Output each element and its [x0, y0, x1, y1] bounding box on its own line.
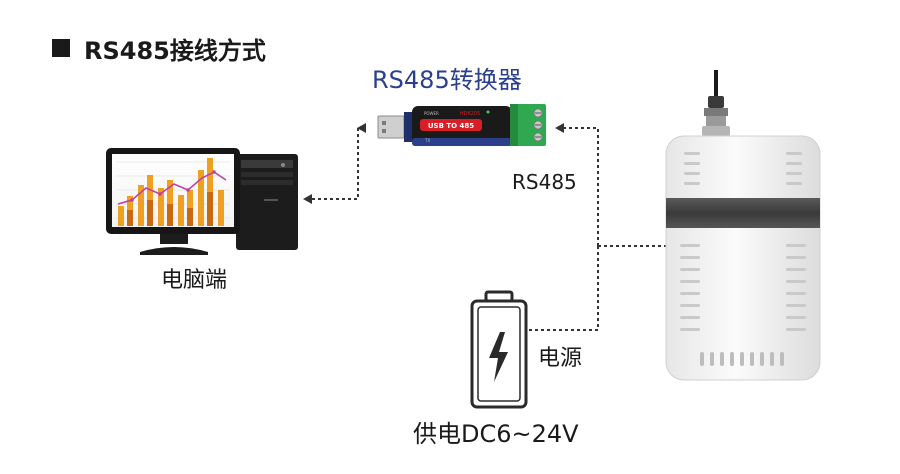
page-title: RS485接线方式 — [52, 30, 266, 66]
converter-device-text: USB TO 485 — [428, 122, 474, 130]
sensor-device-icon — [665, 70, 821, 381]
power-label: 电源 — [538, 346, 583, 371]
battery-icon — [470, 290, 528, 409]
pc-tower — [236, 154, 298, 250]
arrow-icon — [357, 123, 366, 133]
power-line — [528, 246, 599, 331]
arrow-icon — [303, 194, 312, 204]
rs485-label: RS485 — [512, 170, 577, 194]
screen-chart-line — [117, 171, 227, 205]
page-title-text: RS485接线方式 — [84, 36, 266, 65]
converter-power-text: POWER — [424, 111, 439, 116]
converter-label: RS485转换器 — [372, 66, 522, 94]
usb-converter-icon: USB TO 485 HD6205 POWER TX — [377, 104, 546, 146]
computer-icon — [106, 148, 298, 255]
converter-tx-text: TX — [424, 138, 430, 143]
pc-monitor — [106, 148, 240, 255]
arrow-icon — [555, 123, 564, 133]
pc-label: 电脑端 — [161, 268, 228, 293]
converter-model-text: HD6205 — [460, 111, 480, 117]
supply-voltage-label: 供电DC6~24V — [413, 420, 579, 448]
usb-to-pc-line — [306, 127, 364, 200]
square-bullet-icon — [52, 39, 70, 57]
